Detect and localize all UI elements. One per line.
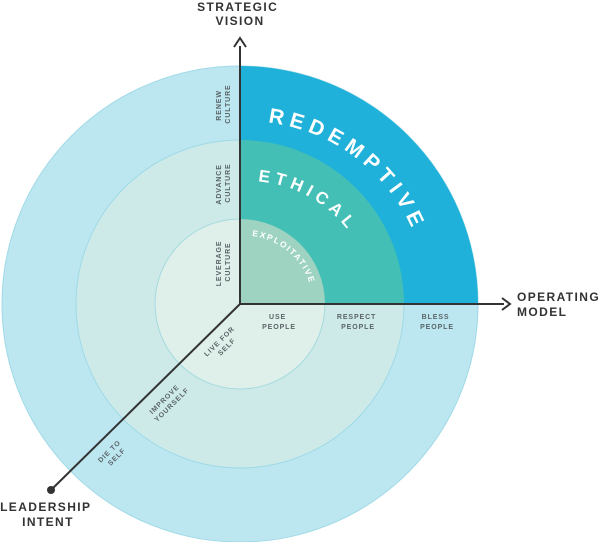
label-renew-culture: RENEW CULTURE xyxy=(216,84,232,123)
arrowhead-strategic-vision xyxy=(233,36,247,48)
label-use-people: USE PEOPLE xyxy=(262,314,296,331)
axis-label-operating-model: OPERATING MODEL xyxy=(517,290,605,319)
label-leverage-culture: LEVERAGE CULTURE xyxy=(216,238,232,287)
arrowhead-operating-model xyxy=(501,297,512,311)
label-bless-people: BLESS PEOPLE xyxy=(420,314,454,331)
axis-label-leadership-intent: LEADERSHIP INTENT xyxy=(0,500,96,529)
axis-leadership-intent xyxy=(50,303,241,491)
axis-label-strategic-vision: STRATEGIC VISION xyxy=(197,0,283,28)
label-advance-culture: ADVANCE CULTURE xyxy=(216,161,232,204)
label-respect-people: RESPECT PEOPLE xyxy=(337,314,379,331)
axis-end-dot xyxy=(47,486,55,494)
exploitative-quadrant xyxy=(240,219,325,304)
